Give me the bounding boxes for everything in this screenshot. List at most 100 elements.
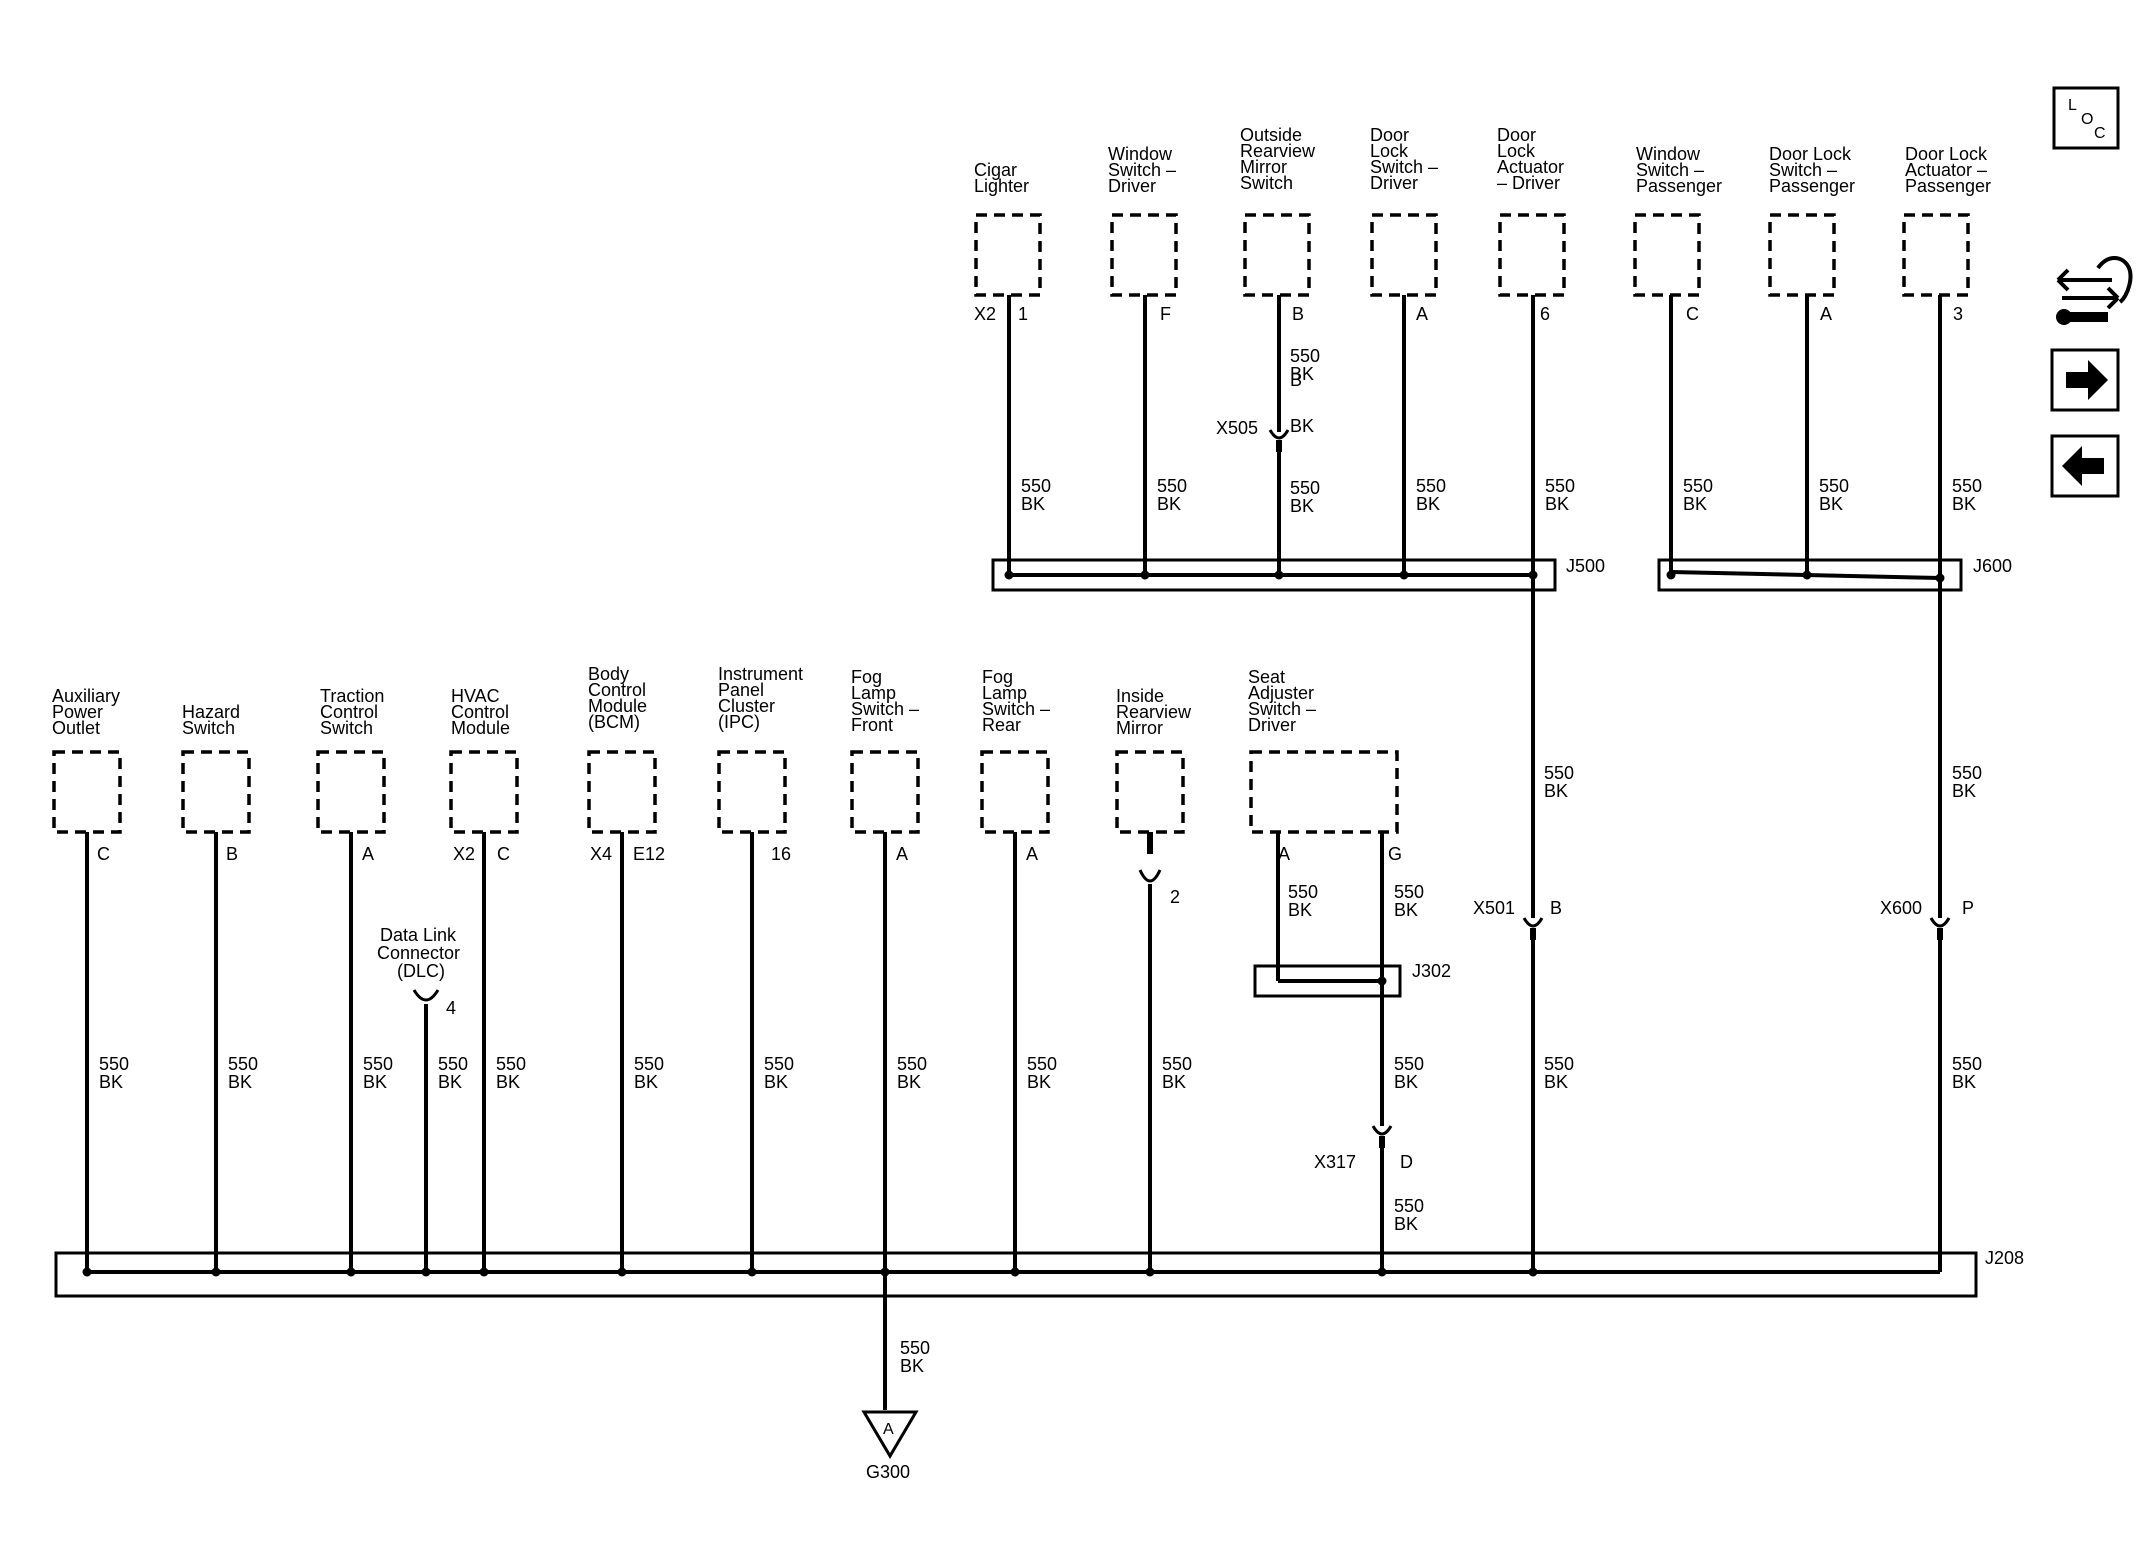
bottom-component-7-label-line-3: Switch – xyxy=(851,699,919,719)
connector-mirror-male xyxy=(1147,832,1153,854)
splice-pack-j208 xyxy=(54,1251,1978,1298)
bottom-component-8-pin-1: A xyxy=(1026,844,1038,864)
bottom-component-10-pin-1: A xyxy=(1278,844,1290,864)
wire-label-top-3a-circuit: 550 xyxy=(1290,346,1320,366)
top-component-2-box xyxy=(1110,213,1178,297)
wire-label-bottom-5-color: BK xyxy=(634,1072,658,1092)
dlc-label-line-1: Data Link xyxy=(380,925,457,945)
splice-pack-j500 xyxy=(991,558,1557,592)
wire-label-ground-color: BK xyxy=(900,1356,924,1376)
top-component-7-label-line-3: Passenger xyxy=(1769,176,1855,196)
arrow-right-icon[interactable] xyxy=(2050,348,2120,412)
wire-label-bottom-9-color: BK xyxy=(1162,1072,1186,1092)
wire-label-j600-drop-a-color: BK xyxy=(1952,781,1976,801)
bottom-component-3-label-line-1: Traction xyxy=(320,686,384,706)
bottom-component-4-label-line-2: Control xyxy=(451,702,509,722)
wire-label-top-4-color: BK xyxy=(1416,494,1440,514)
bottom-component-10-label-line-3: Switch – xyxy=(1248,699,1316,719)
bottom-component-10-label-line-4: Driver xyxy=(1248,715,1296,735)
top-component-4-label-line-3: Switch – xyxy=(1370,157,1438,177)
bottom-component-4-pin-2: C xyxy=(497,844,510,864)
top-component-1-label-line-2: Lighter xyxy=(974,176,1029,196)
connector-x317-pin: D xyxy=(1400,1152,1413,1172)
wire-label-top-3b-color: BK xyxy=(1290,496,1314,516)
bottom-component-7-box xyxy=(850,750,920,834)
connector-x317-label: X317 xyxy=(1314,1152,1356,1172)
wire-label-bottom-1-circuit: 550 xyxy=(99,1054,129,1074)
top-component-3-label-line-1: Outside xyxy=(1240,125,1302,145)
wire-label-bottom-4-color: BK xyxy=(496,1072,520,1092)
bottom-component-3-label-line-2: Control xyxy=(320,702,378,722)
wire-label-seat-a-circuit: 550 xyxy=(1288,882,1318,902)
arrow-left-icon[interactable] xyxy=(2050,434,2120,498)
wire-label-bottom-8-color: BK xyxy=(1027,1072,1051,1092)
top-component-4-label-line-4: Driver xyxy=(1370,173,1418,193)
connector-x317-male xyxy=(1379,1136,1385,1148)
wire-label-top-6-color: BK xyxy=(1683,494,1707,514)
wire-label-top-6-circuit: 550 xyxy=(1683,476,1713,496)
bottom-component-9-label-line-3: Mirror xyxy=(1116,718,1163,738)
wire-label-j500-drop-b-circuit: 550 xyxy=(1544,1054,1574,1074)
wire-label-top-4-circuit: 550 xyxy=(1416,476,1446,496)
wire-label-ground-circuit: 550 xyxy=(900,1338,930,1358)
loc-button[interactable]: L O C xyxy=(2052,86,2120,150)
splice-label-j500: J500 xyxy=(1566,556,1605,576)
connector-x501-label: X501 xyxy=(1473,898,1515,918)
bottom-component-5-label-line-4: (BCM) xyxy=(588,712,640,732)
dlc-label-line-3: (DLC) xyxy=(397,961,445,981)
wire-label-top-1-color: BK xyxy=(1021,494,1045,514)
top-component-7-pin-1: A xyxy=(1820,304,1832,324)
top-component-8-label-line-2: Actuator – xyxy=(1905,160,1987,180)
bottom-component-10-label-line-1: Seat xyxy=(1248,667,1285,687)
wire-label-top-8-color: BK xyxy=(1952,494,1976,514)
loc-letter-l: L xyxy=(2068,97,2077,114)
splice-label-j600: J600 xyxy=(1973,556,2012,576)
wire-label-j500-drop-a-circuit: 550 xyxy=(1544,763,1574,783)
bottom-component-4-label-line-1: HVAC xyxy=(451,686,500,706)
wire-label-top-7-color: BK xyxy=(1819,494,1843,514)
bottom-component-1-label-line-1: Auxiliary xyxy=(52,686,120,706)
connector-x501-pin: B xyxy=(1550,898,1562,918)
top-component-1-pin-1: X2 xyxy=(974,304,996,324)
connector-mirror-female xyxy=(1138,869,1162,883)
top-component-8-box xyxy=(1902,213,1970,297)
top-component-2-label-line-3: Driver xyxy=(1108,176,1156,196)
bottom-component-7-label-line-4: Front xyxy=(851,715,893,735)
top-component-4-pin-1: A xyxy=(1416,304,1428,324)
top-component-6-label-line-2: Switch – xyxy=(1636,160,1704,180)
bottom-component-1-box xyxy=(52,750,122,834)
bottom-component-8-box xyxy=(980,750,1050,834)
top-component-7-label-line-2: Switch – xyxy=(1769,160,1837,180)
bottom-component-5-box xyxy=(587,750,657,834)
top-component-2-label-line-2: Switch – xyxy=(1108,160,1176,180)
bottom-component-4-box xyxy=(449,750,519,834)
bottom-component-6-label-line-1: Instrument xyxy=(718,664,803,684)
bottom-component-6-box xyxy=(717,750,787,834)
connector-dlc-pin: 4 xyxy=(446,998,456,1018)
wire-label-top-5-circuit: 550 xyxy=(1545,476,1575,496)
splice-pack-j302 xyxy=(1253,964,1402,998)
wire-label-j500-drop-a-color: BK xyxy=(1544,781,1568,801)
top-component-5-label-line-1: Door xyxy=(1497,125,1536,145)
bottom-component-2-label-line-2: Switch xyxy=(182,718,235,738)
connector-mirror-pin: 2 xyxy=(1170,887,1180,907)
top-component-6-label-line-1: Window xyxy=(1636,144,1701,164)
bottom-component-2-box xyxy=(181,750,251,834)
connector-x505-label: X505 xyxy=(1216,418,1258,438)
bottom-component-5-pin-2: E12 xyxy=(633,844,665,864)
wire-label-bottom-5-circuit: 550 xyxy=(634,1054,664,1074)
bottom-component-6-pin-1: 16 xyxy=(771,844,791,864)
wire-label-bottom-2-color: BK xyxy=(228,1072,252,1092)
splice-label-j302: J302 xyxy=(1412,961,1451,981)
connector-swap-icon[interactable] xyxy=(2056,256,2133,325)
wire-label-seat-x317-circuit: 550 xyxy=(1394,1196,1424,1216)
connector-x501-female xyxy=(1522,917,1544,928)
top-component-6-box xyxy=(1633,213,1701,297)
top-component-1-label-line-1: Cigar xyxy=(974,160,1017,180)
wire-label-seat-a-color: BK xyxy=(1288,900,1312,920)
top-component-3-label-line-2: Rearview xyxy=(1240,141,1316,161)
bottom-component-10-box xyxy=(1249,750,1399,834)
top-component-4-box xyxy=(1370,213,1438,297)
top-component-5-label-line-4: – Driver xyxy=(1497,173,1560,193)
bottom-component-8-label-line-3: Switch – xyxy=(982,699,1050,719)
